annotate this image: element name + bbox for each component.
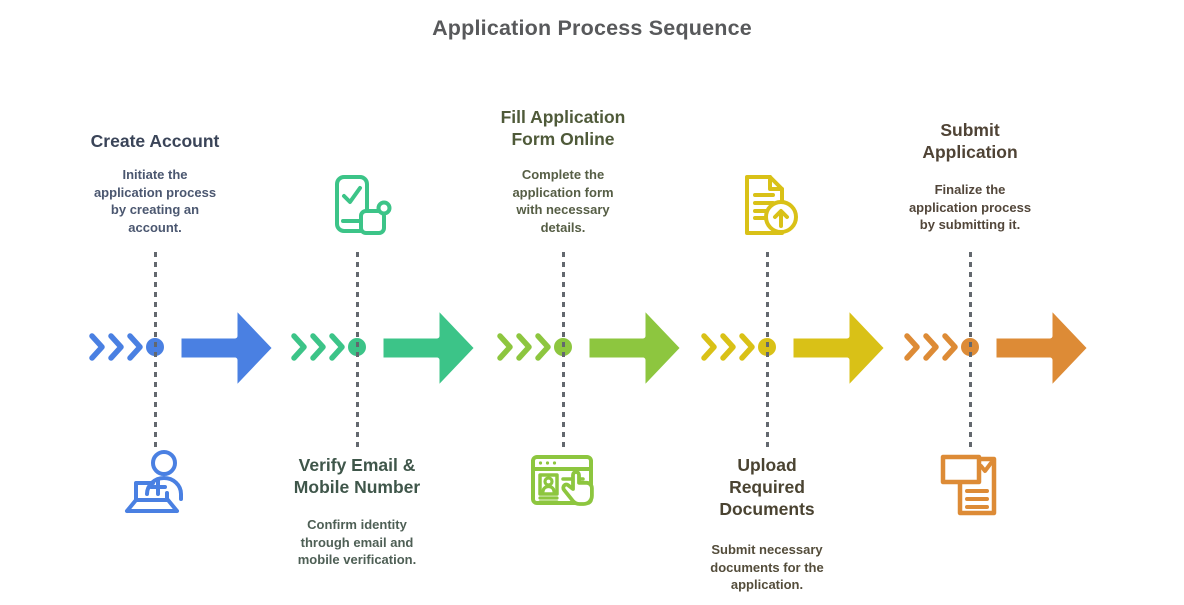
connector-dashed-line: [562, 252, 565, 448]
user-add-laptop-icon: [119, 447, 191, 519]
step-title: Verify Email & Mobile Number: [293, 455, 421, 497]
document-upload-icon: [731, 170, 803, 242]
diagram-title: Application Process Sequence: [432, 16, 752, 40]
phone-verified-icon: [321, 171, 393, 243]
forward-arrow-icon: [584, 303, 686, 393]
step-title: Upload Required Documents: [719, 455, 815, 519]
connector-dashed-line: [154, 252, 157, 448]
triple-chevron-icon: [902, 330, 961, 364]
step-title: Submit Application: [922, 120, 1018, 162]
forward-arrow-icon: [176, 303, 278, 393]
step-submit-application: Submit Application Finalize the applicat…: [850, 0, 1093, 605]
step-title: Create Account: [90, 131, 220, 151]
step-description: Complete the application form with neces…: [512, 167, 614, 235]
triple-chevron-icon: [699, 330, 758, 364]
step-create-account: Create Account Initiate the application …: [35, 0, 278, 605]
step-title: Fill Application Form Online: [500, 107, 626, 149]
triple-chevron-icon: [289, 330, 348, 364]
triple-chevron-icon: [87, 330, 146, 364]
connector-dashed-line: [969, 252, 972, 448]
forward-arrow-icon: [378, 303, 480, 393]
online-form-pointer-icon: [527, 447, 599, 519]
triple-chevron-icon: [495, 330, 554, 364]
forward-arrow-icon: [991, 303, 1093, 393]
step-upload-documents: Upload Required Documents Submit necessa…: [647, 0, 890, 605]
step-description: Initiate the application process by crea…: [93, 167, 217, 235]
step-fill-form: Fill Application Form Online Complete th…: [443, 0, 686, 605]
step-description: Submit necessary documents for the appli…: [710, 542, 824, 592]
submitted-form-icon: [934, 449, 1006, 521]
step-description: Finalize the application process by subm…: [908, 182, 1032, 232]
step-description: Confirm identity through email and mobil…: [297, 517, 417, 567]
connector-dashed-line: [356, 252, 359, 448]
connector-dashed-line: [766, 252, 769, 448]
step-verify-contact: Verify Email & Mobile Number Confirm ide…: [237, 0, 480, 605]
forward-arrow-icon: [788, 303, 890, 393]
